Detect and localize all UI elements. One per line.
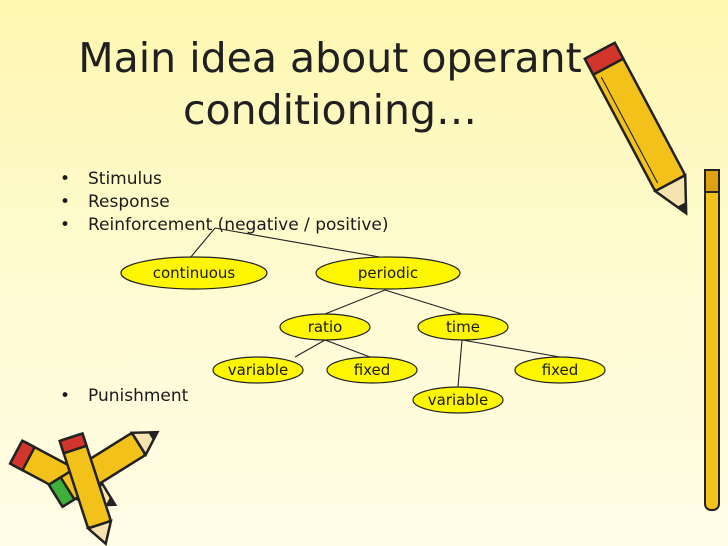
- slide-title: Main idea about operant conditioning…: [60, 32, 600, 136]
- node-continuous-label: continuous: [153, 264, 236, 282]
- edge-time-variable: [457, 339, 463, 388]
- bullet-stimulus: Stimulus: [60, 168, 389, 191]
- edge-ratio-fixed: [324, 339, 371, 358]
- node-time-fixed-label: fixed: [542, 361, 579, 379]
- title-line-1: Main idea about operant: [78, 34, 582, 82]
- node-ratio-fixed: fixed: [326, 356, 418, 384]
- node-ratio-variable-label: variable: [228, 361, 289, 379]
- edge-periodic-time: [384, 289, 463, 315]
- bullet-list: Stimulus Response Reinforcement (negativ…: [60, 168, 389, 237]
- node-continuous: continuous: [120, 256, 268, 290]
- pencil-icon: [583, 41, 720, 511]
- edge-reinforcement-continuous: [189, 227, 216, 259]
- node-periodic: periodic: [315, 256, 461, 290]
- node-time-label: time: [446, 318, 480, 336]
- node-ratio-variable: variable: [212, 356, 304, 384]
- bullet-list-punishment: Punishment: [60, 385, 188, 408]
- edge-periodic-ratio: [324, 289, 386, 315]
- node-time-variable-label: variable: [428, 391, 489, 409]
- node-ratio-label: ratio: [308, 318, 343, 336]
- bullet-reinforcement: Reinforcement (negative / positive): [60, 214, 389, 237]
- node-time-variable: variable: [412, 386, 504, 414]
- pencils-icon: [8, 430, 160, 546]
- title-line-2: conditioning…: [183, 86, 477, 134]
- node-time: time: [417, 313, 509, 341]
- edge-ratio-variable: [294, 339, 326, 358]
- bullet-response: Response: [60, 191, 389, 214]
- node-periodic-label: periodic: [358, 264, 418, 282]
- node-ratio-fixed-label: fixed: [354, 361, 391, 379]
- node-time-fixed: fixed: [514, 356, 606, 384]
- bullet-punishment: Punishment: [60, 385, 188, 408]
- edge-time-fixed: [461, 339, 561, 358]
- node-ratio: ratio: [279, 313, 371, 341]
- edge-reinforcement-periodic: [214, 227, 386, 259]
